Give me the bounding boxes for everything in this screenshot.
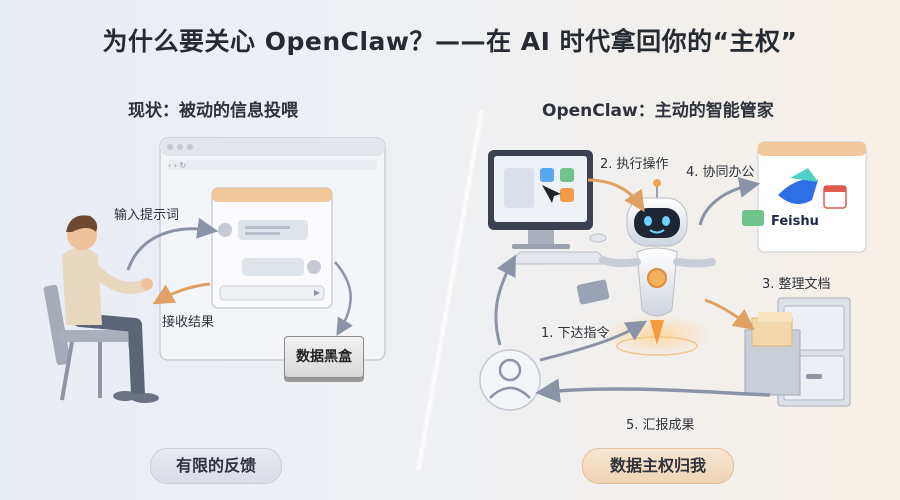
arrow-input [126, 217, 219, 271]
arrow-step4 [698, 176, 761, 226]
label-receive-result: 接收结果 [162, 315, 215, 330]
arrow-step3 [704, 298, 755, 331]
arrow-avatar-to-monitor [494, 254, 516, 346]
feishu-logo-text: Feishu [771, 214, 819, 229]
monitor-icon [488, 150, 593, 249]
label-step4: 4. 协同办公 [686, 165, 755, 180]
label-step1: 1. 下达指令 [541, 326, 610, 341]
label-step3: 3. 整理文档 [762, 277, 831, 292]
arrow-step2 [587, 178, 645, 212]
person-sitting-icon [43, 215, 159, 403]
left-subtitle: 现状：被动的信息投喂 [128, 101, 298, 121]
keyboard-icon [508, 251, 610, 265]
arrow-to-blackbox [334, 261, 353, 337]
right-footer-pill: 数据主权归我 [582, 448, 734, 484]
arrow-step5 [535, 378, 771, 403]
user-avatar-icon [479, 349, 541, 411]
file-cabinet-icon [744, 297, 851, 407]
mouse-icon [589, 233, 607, 243]
page-title: 为什么要关心 OpenClaw？——在 AI 时代拿回你的“主权” [102, 27, 798, 56]
left-footer-pill: 有限的反馈 [150, 448, 282, 484]
svg-text:‹ › ↻: ‹ › ↻ [168, 161, 186, 170]
chat-window-icon [211, 187, 333, 309]
label-step2: 2. 执行操作 [600, 157, 669, 172]
label-input-prompt: 输入提示词 [114, 208, 180, 223]
feishu-window-icon [742, 141, 867, 253]
arrow-receive [152, 282, 211, 305]
arrow-step1 [539, 320, 648, 362]
data-blackbox: 数据黑盒 [284, 336, 364, 378]
label-step5: 5. 汇报成果 [626, 418, 695, 433]
right-subtitle: OpenClaw：主动的智能管家 [542, 101, 774, 121]
